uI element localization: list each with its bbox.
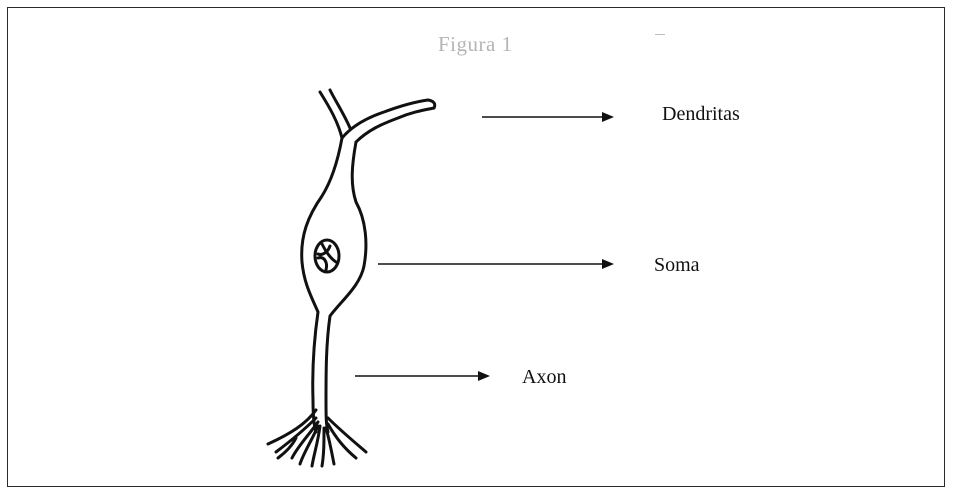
dendrite-tip-right [428,100,435,108]
dendrite-right-branch-top [342,100,428,138]
neuron-right-outline [326,142,366,432]
label-axon: Axon [522,366,566,389]
neuron-left-outline [302,138,342,432]
dendrite-right-branch-bottom [356,108,434,142]
dendrite-left-branch [320,92,342,138]
dendrite-left-branch-inner [330,90,350,128]
axon-terminal-2 [276,418,316,452]
label-soma: Soma [654,254,700,277]
neuron-drawing [268,90,435,466]
label-dendritas: Dendritas [662,103,740,126]
arrows [355,117,612,376]
axon-terminal-6 [322,428,324,466]
